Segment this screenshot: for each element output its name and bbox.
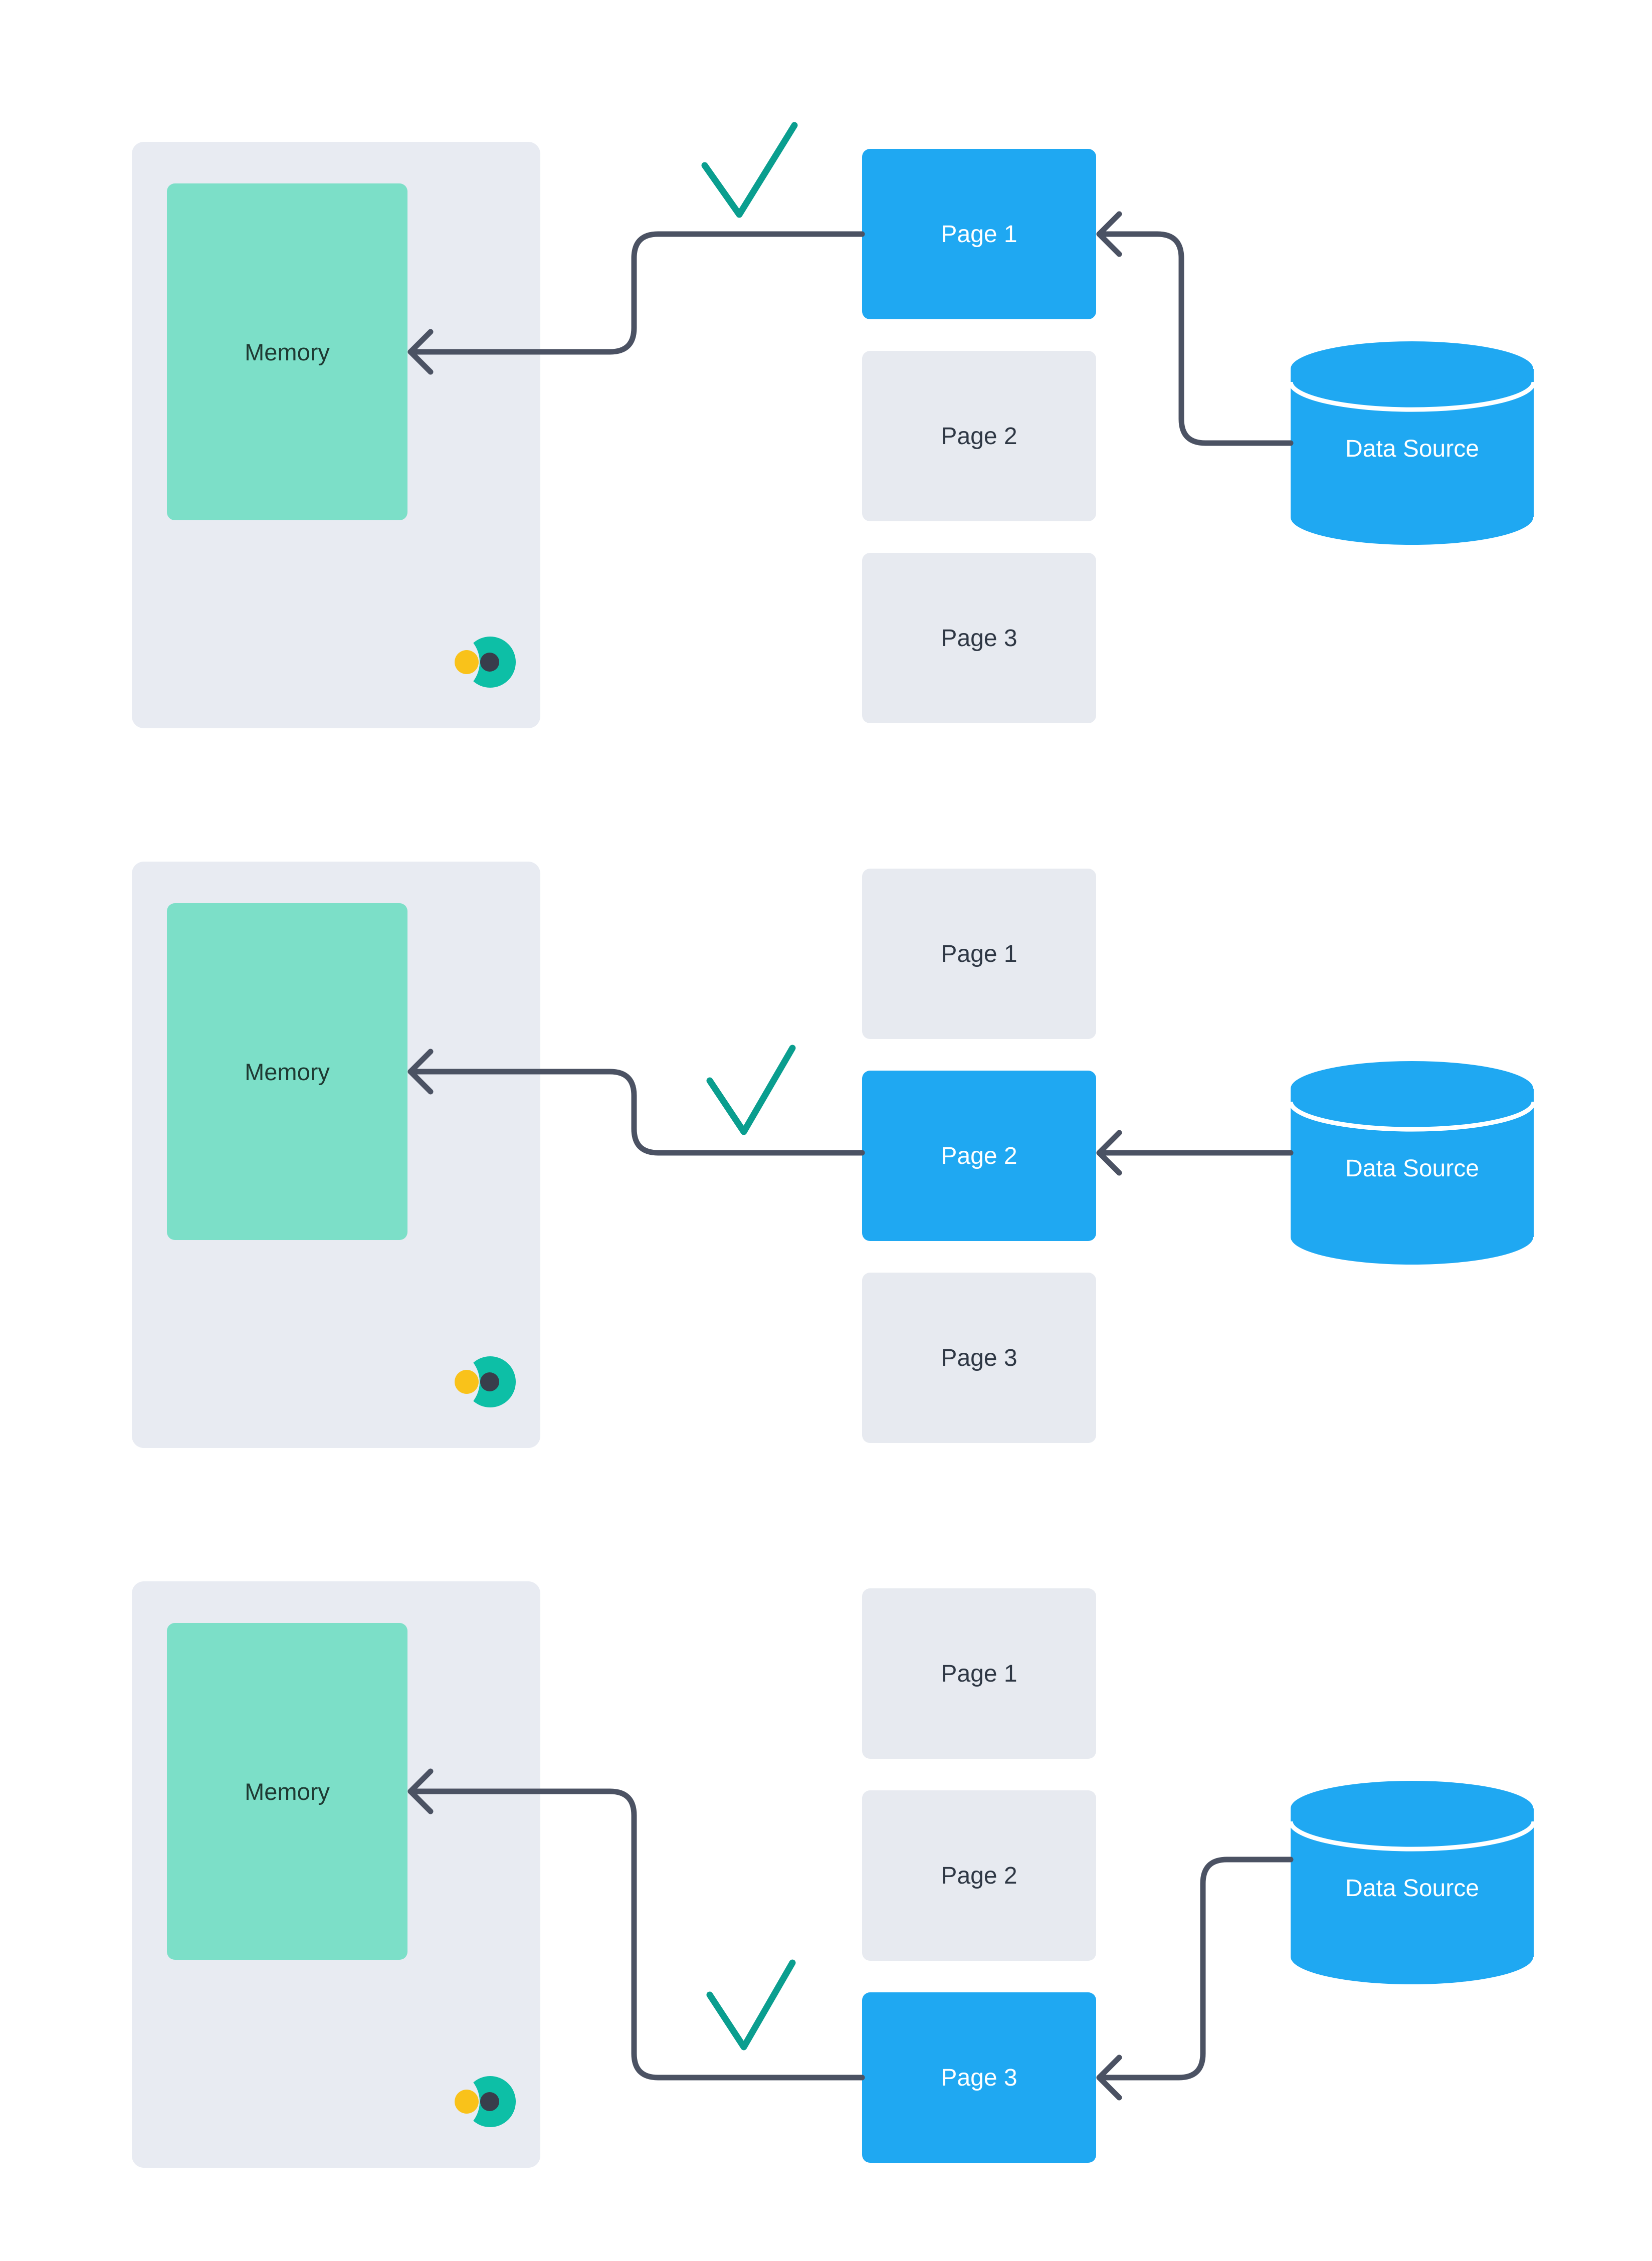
arrowhead-icon [1096,2054,1122,2101]
eclipse-logo-icon [416,2070,516,2134]
page-label: Page 2 [941,1862,1017,1889]
checkmark-icon [706,1045,796,1135]
page-label: Page 3 [941,1344,1017,1371]
arrowhead-icon [407,1049,434,1095]
page-box-2: Page 2 [862,351,1096,521]
page-label: Page 3 [941,625,1017,652]
arrow-page1-to-memory [407,231,865,375]
page-box-1: Page 1 [862,869,1096,1039]
arrowhead-icon [407,329,434,375]
page-label: Page 1 [941,221,1017,248]
memory-box: Memory [167,903,407,1240]
datasource-label: Data Source [1345,435,1479,462]
checkmark-icon [706,1959,796,2050]
datasource-label: Data Source [1345,1155,1479,1182]
page-box-3: Page 3 [862,553,1096,723]
page-box-3: Page 3 [862,1273,1096,1443]
arrowhead-icon [1096,1130,1122,1176]
eclipse-logo-icon [416,1350,516,1414]
memory-box: Memory [167,1623,407,1960]
page-box-2: Page 2 [862,1790,1096,1961]
page-box-1: Page 1 [862,149,1096,319]
eclipse-logo-icon [416,630,516,694]
page-label: Page 1 [941,940,1017,967]
memory-label: Memory [245,1778,330,1805]
arrow-page2-to-memory [407,1049,865,1156]
arrowhead-icon [1096,211,1122,257]
arrow-datasource-to-page3 [1096,1857,1294,2101]
datasource-cylinder [1288,341,1536,545]
page-box-1: Page 1 [862,1588,1096,1759]
page-label: Page 2 [941,1142,1017,1169]
memory-label: Memory [245,1058,330,1085]
page-label: Page 2 [941,423,1017,450]
memory-box: Memory [167,183,407,520]
arrow-datasource-to-page2 [1096,1130,1294,1176]
datasource-label: Data Source [1345,1875,1479,1902]
page-box-3: Page 3 [862,1992,1096,2163]
checkmark-icon [701,122,798,218]
arrowhead-icon [407,1768,434,1814]
page-label: Page 3 [941,2064,1017,2091]
datasource-cylinder [1288,1061,1536,1265]
datasource-cylinder [1288,1781,1536,1984]
memory-label: Memory [245,338,330,365]
arrow-datasource-to-page1 [1096,211,1294,446]
arrow-page3-to-memory [407,1768,865,2081]
page-box-2: Page 2 [862,1071,1096,1241]
page-label: Page 1 [941,1660,1017,1687]
